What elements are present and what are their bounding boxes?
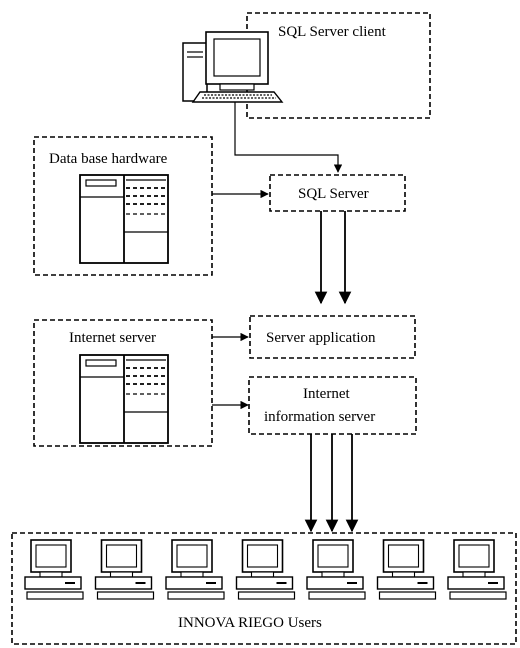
workstation-icon [376,539,437,600]
internet-server-label: Internet server [69,330,156,346]
iis-label-line1: Internet [303,386,350,402]
db-hardware-box [33,136,213,276]
db-hardware-label: Data base hardware [49,151,168,167]
workstation-icon [24,539,84,600]
desktop-computer-icon [182,31,284,103]
workstation-icon [165,539,225,600]
workstation-icon [235,539,296,600]
users-box [11,532,517,645]
workstation-group [24,539,507,600]
sql-server-box [269,174,406,212]
server-cabinet-icon [79,354,169,444]
workstation-icon [94,539,155,600]
server-application-box [249,315,416,359]
sql-client-label: SQL Server client [278,24,387,40]
workstation-icon [306,539,366,600]
users-label: INNOVA RIEGO Users [178,615,322,631]
sql-server-label: SQL Server [298,186,369,202]
iis-label-line2: information server [264,409,375,425]
server-cabinet-icon [79,174,169,264]
internet-server-box [33,319,213,447]
workstation-icon [447,539,507,600]
client-to-sql-arrow [234,102,343,173]
server-application-label: Server application [266,330,376,346]
